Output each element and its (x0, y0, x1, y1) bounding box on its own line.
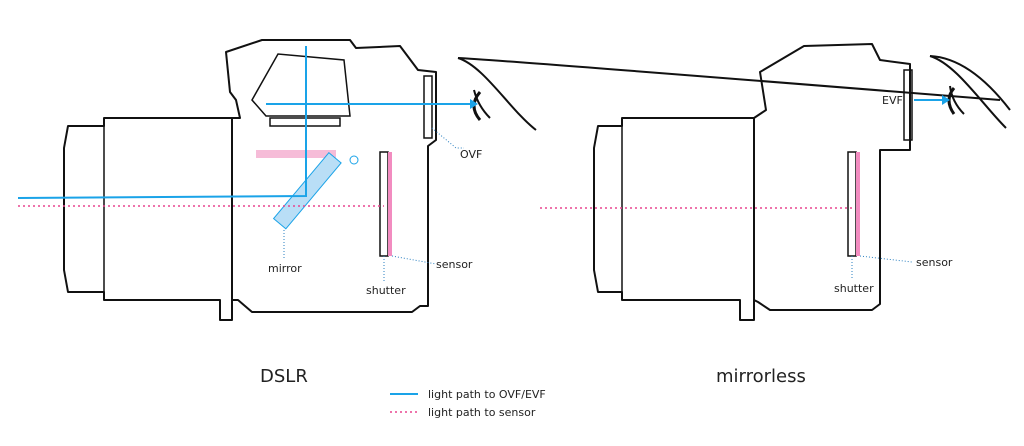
mirrorless-body-outline (753, 43, 911, 311)
dslr-eye-icon (457, 57, 1001, 131)
mirrorless-lens-outline (593, 117, 755, 321)
mirrorless-sensor (856, 152, 860, 256)
mirrorless-diagram: EVF shutter sensor mirrorless (540, 43, 1011, 387)
dslr-ovf-arrowhead (470, 99, 478, 109)
mirrorless-evf-label: EVF (882, 94, 903, 107)
dslr-viewfinder-window (423, 75, 433, 139)
mirrorless-evf-arrowhead (942, 95, 950, 105)
legend: light path to OVF/EVF light path to sens… (390, 388, 546, 419)
dslr-ovf-pointer (431, 127, 464, 149)
mirrorless-eye-icon (929, 55, 1011, 129)
dslr-mirror-label: mirror (268, 262, 302, 275)
legend-ovf-label: light path to OVF/EVF (428, 388, 546, 401)
mirrorless-sensor-label: sensor (916, 256, 953, 269)
dslr-diagram: OVF mirror shutter sensor DSLR (17, 39, 1001, 387)
dslr-sensor (388, 152, 392, 256)
dslr-sensor-pointer (391, 255, 437, 265)
dslr-lens-outline (63, 117, 233, 321)
dslr-shutter-label: shutter (366, 284, 406, 297)
dslr-shutter (379, 151, 389, 257)
dslr-af-sensor-bar (256, 150, 336, 158)
mirrorless-shutter-label: shutter (834, 282, 874, 295)
dslr-body-outline (225, 39, 437, 313)
dslr-mirror (272, 151, 359, 230)
dslr-title: DSLR (260, 366, 308, 387)
dslr-sensor-label: sensor (436, 258, 473, 271)
mirrorless-evf-window (903, 69, 913, 141)
mirrorless-sensor-pointer (859, 255, 913, 263)
mirrorless-title: mirrorless (716, 366, 806, 387)
dslr-ovf-label: OVF (460, 148, 482, 161)
dslr-ovf-light-path (17, 103, 470, 199)
mirrorless-shutter (847, 151, 857, 257)
legend-sensor-label: light path to sensor (428, 406, 536, 419)
dslr-pentaprism (251, 53, 351, 117)
